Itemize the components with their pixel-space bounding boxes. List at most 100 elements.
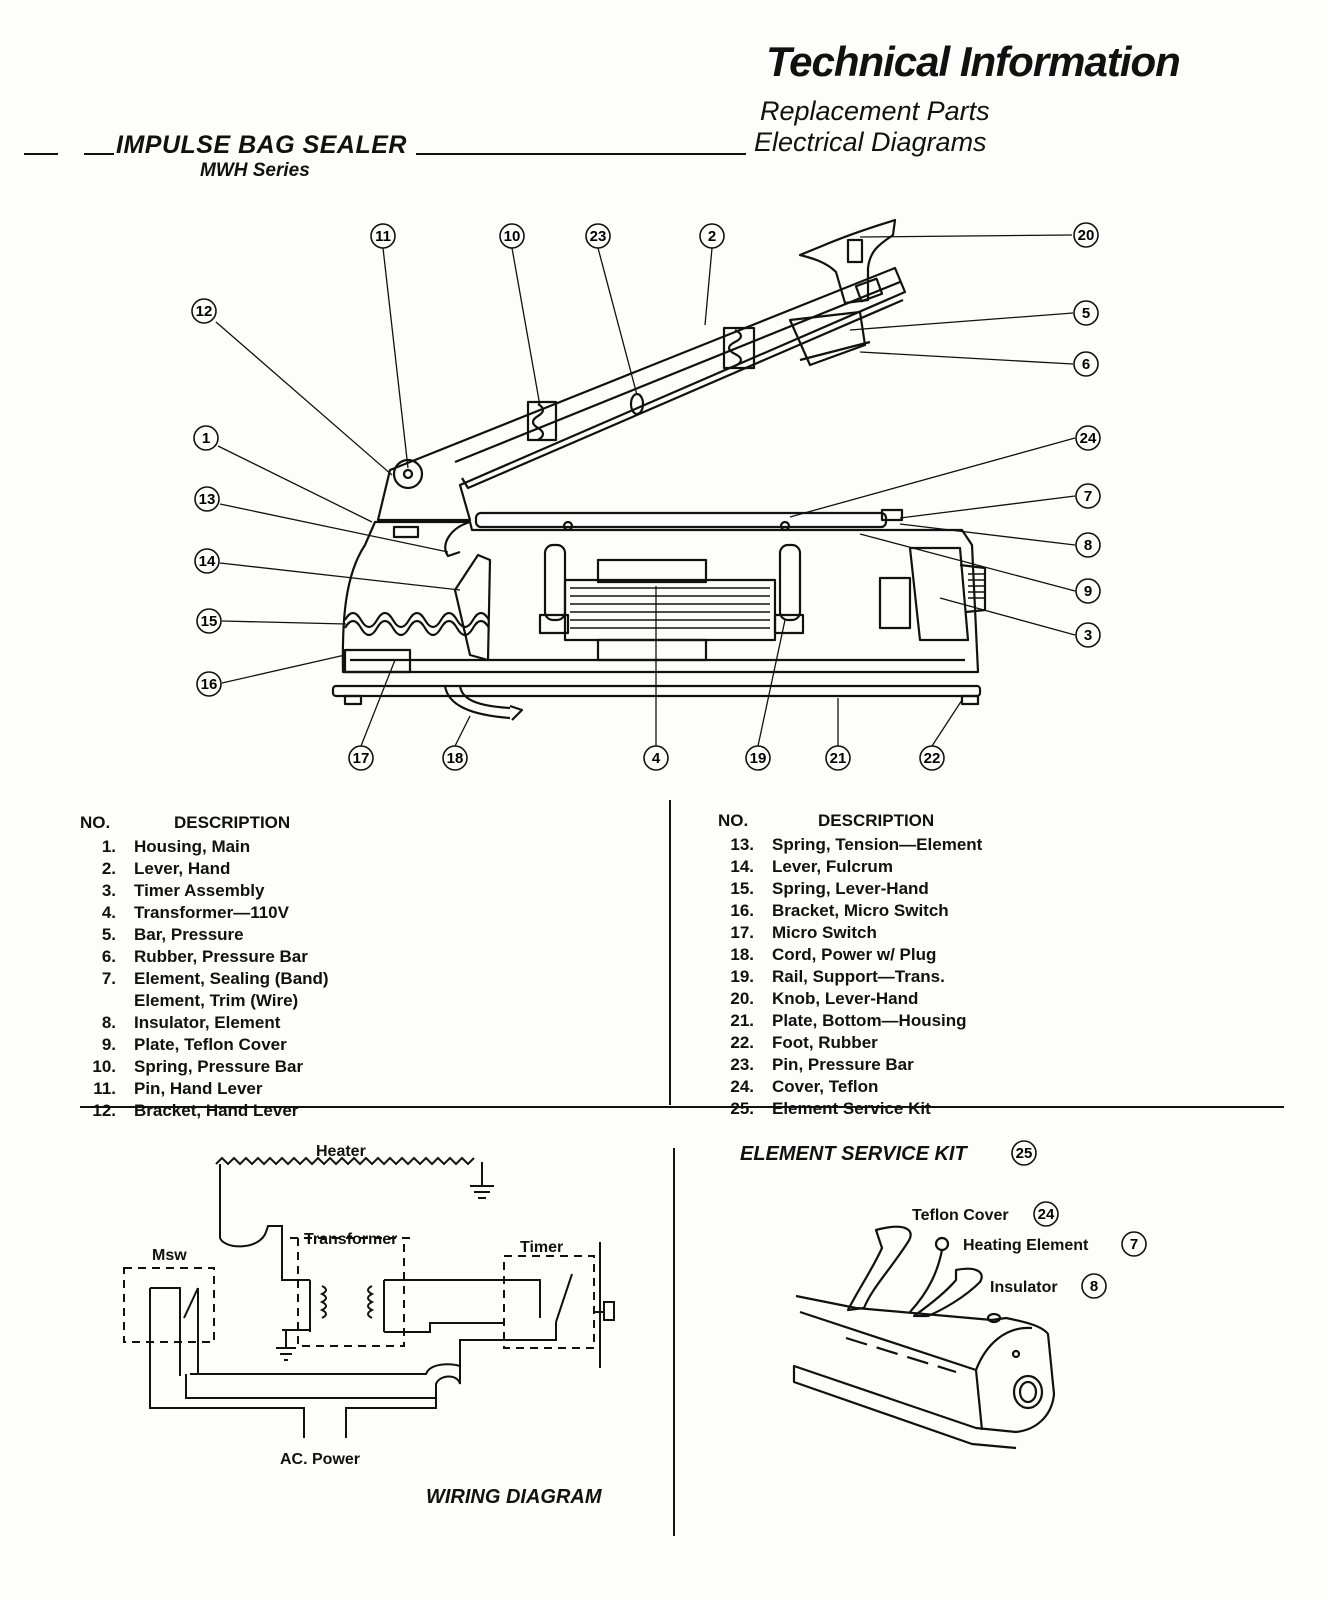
table-row: 11.Pin, Hand Lever	[78, 1078, 638, 1100]
callout-15: 15	[196, 608, 222, 634]
part-number: 16.	[730, 901, 754, 920]
svg-text:16: 16	[201, 676, 218, 693]
part-number: 18.	[730, 945, 754, 964]
part-description: Housing, Main	[134, 837, 251, 856]
kit-title: ELEMENT SERVICE KIT	[740, 1143, 968, 1165]
part-number: 13.	[730, 835, 754, 854]
svg-text:2: 2	[708, 228, 716, 245]
callout-9: 9	[1075, 578, 1101, 604]
part-description: Element, Sealing (Band)	[134, 969, 329, 988]
part-description: Insulator, Element	[134, 1013, 281, 1032]
table-row: 25.Element Service Kit	[716, 1098, 1276, 1120]
bottom-divider	[673, 1148, 675, 1536]
header-dash-2	[84, 153, 114, 155]
table-row: 15.Spring, Lever-Hand	[716, 878, 1276, 900]
callout-7: 7	[1075, 483, 1101, 509]
table-row: 18. Cord, Power w/ Plug	[716, 944, 1276, 966]
hand-lever	[376, 266, 907, 522]
svg-text:20: 20	[1078, 227, 1095, 244]
table-row: 16. Bracket, Micro Switch	[716, 900, 1276, 922]
svg-text:10: 10	[504, 228, 521, 245]
part-description: Rubber, Pressure Bar	[134, 947, 308, 966]
callout-17: 17	[348, 745, 374, 771]
transformer-primary	[309, 1280, 327, 1332]
callout-6: 6	[1073, 351, 1099, 377]
svg-text:24: 24	[1080, 430, 1097, 447]
part-description: Transformer—110V	[134, 903, 289, 922]
part-description: Micro Switch	[772, 923, 877, 942]
callout-22: 22	[919, 745, 945, 771]
svg-text:15: 15	[201, 613, 218, 630]
msw-box	[123, 1267, 215, 1343]
part-description: Foot, Rubber	[772, 1033, 878, 1052]
svg-text:25: 25	[1016, 1145, 1033, 1162]
part-number: 12.	[92, 1101, 116, 1120]
callout-13: 13	[194, 486, 220, 512]
part-number: 23.	[730, 1055, 754, 1074]
part-description: Cord, Power w/ Plug	[772, 945, 937, 964]
part-number: 17.	[730, 923, 754, 942]
timer-assembly	[908, 546, 970, 642]
transformer-rail-left	[543, 543, 567, 622]
part-description: Lever, Hand	[134, 859, 231, 878]
table-row: 19.Rail, Support—Trans.	[716, 966, 1276, 988]
svg-text:17: 17	[353, 750, 370, 767]
lever-spring	[344, 611, 490, 629]
teflon-cover-strip	[846, 1225, 912, 1312]
callout-insulator: 8	[1081, 1273, 1107, 1299]
label-ac-power: AC. Power	[280, 1451, 360, 1468]
label-heater: Heater	[316, 1143, 366, 1160]
table-row: 22.Foot, Rubber	[716, 1032, 1276, 1054]
pressure-spring-right	[727, 329, 743, 367]
callout-16: 16	[196, 671, 222, 697]
table-row: 24.Cover, Teflon	[716, 1076, 1276, 1098]
table-row: 1.Housing, Main	[78, 836, 638, 858]
callout-10: 10	[499, 223, 525, 249]
table-row: 7.Element, Sealing (Band)	[78, 968, 638, 990]
part-number: 20.	[730, 989, 754, 1008]
svg-text:22: 22	[924, 750, 941, 767]
col-desc-header: DESCRIPTION	[818, 811, 935, 830]
element-service-kit: ELEMENT SERVICE KIT 25 Teflon Cover 24 H…	[740, 1140, 1147, 1450]
transformer	[563, 578, 777, 642]
part-number: 3.	[101, 881, 116, 900]
part-description: Spring, Pressure Bar	[134, 1057, 304, 1076]
part-description: Bar, Pressure	[134, 925, 244, 944]
subtitle-replacement-parts: Replacement Parts	[760, 96, 990, 126]
header-rule	[416, 153, 746, 155]
label-msw: Msw	[152, 1247, 187, 1264]
part-description: Plate, Bottom—Housing	[772, 1011, 967, 1030]
part-number: 21.	[730, 1011, 754, 1030]
table-row: 8. Insulator, Element	[78, 1012, 638, 1034]
table-row: 14.Lever, Fulcrum	[716, 856, 1276, 878]
callout-21: 21	[825, 745, 851, 771]
page-title: Technical Information	[766, 38, 1181, 85]
part-number: 6.	[101, 947, 116, 966]
callout-heating-element: 7	[1121, 1231, 1147, 1257]
callout-1: 1	[193, 425, 219, 451]
parts-diagram: 11 10 23 2 20 12 5 6 1 24 7 13 8 14 9 15…	[191, 218, 1101, 771]
svg-text:7: 7	[1130, 1236, 1138, 1253]
pressure-spring-left	[531, 403, 545, 441]
part-description: Bracket, Micro Switch	[772, 901, 949, 920]
table-row: 2.Lever, Hand	[78, 858, 638, 880]
svg-text:3: 3	[1084, 627, 1092, 644]
svg-text:24: 24	[1038, 1206, 1055, 1223]
foot-left	[343, 694, 363, 706]
part-description: Cover, Teflon	[772, 1077, 879, 1096]
col-no-header: NO.	[80, 813, 111, 832]
table-row: 21. Plate, Bottom—Housing	[716, 1010, 1276, 1032]
svg-text:14: 14	[199, 553, 216, 570]
svg-text:13: 13	[199, 491, 216, 508]
part-number: 8.	[101, 1013, 116, 1032]
section-divider	[80, 1106, 1284, 1108]
callout-14: 14	[194, 548, 220, 574]
part-number	[78, 990, 134, 1012]
pressure-bar	[788, 310, 867, 367]
table-row: 6. Rubber, Pressure Bar	[78, 946, 638, 968]
timer-box	[503, 1255, 595, 1349]
power-cord	[443, 685, 511, 720]
svg-text:23: 23	[590, 228, 607, 245]
svg-text:6: 6	[1082, 356, 1090, 373]
part-description: Spring, Tension—Element	[772, 835, 983, 854]
